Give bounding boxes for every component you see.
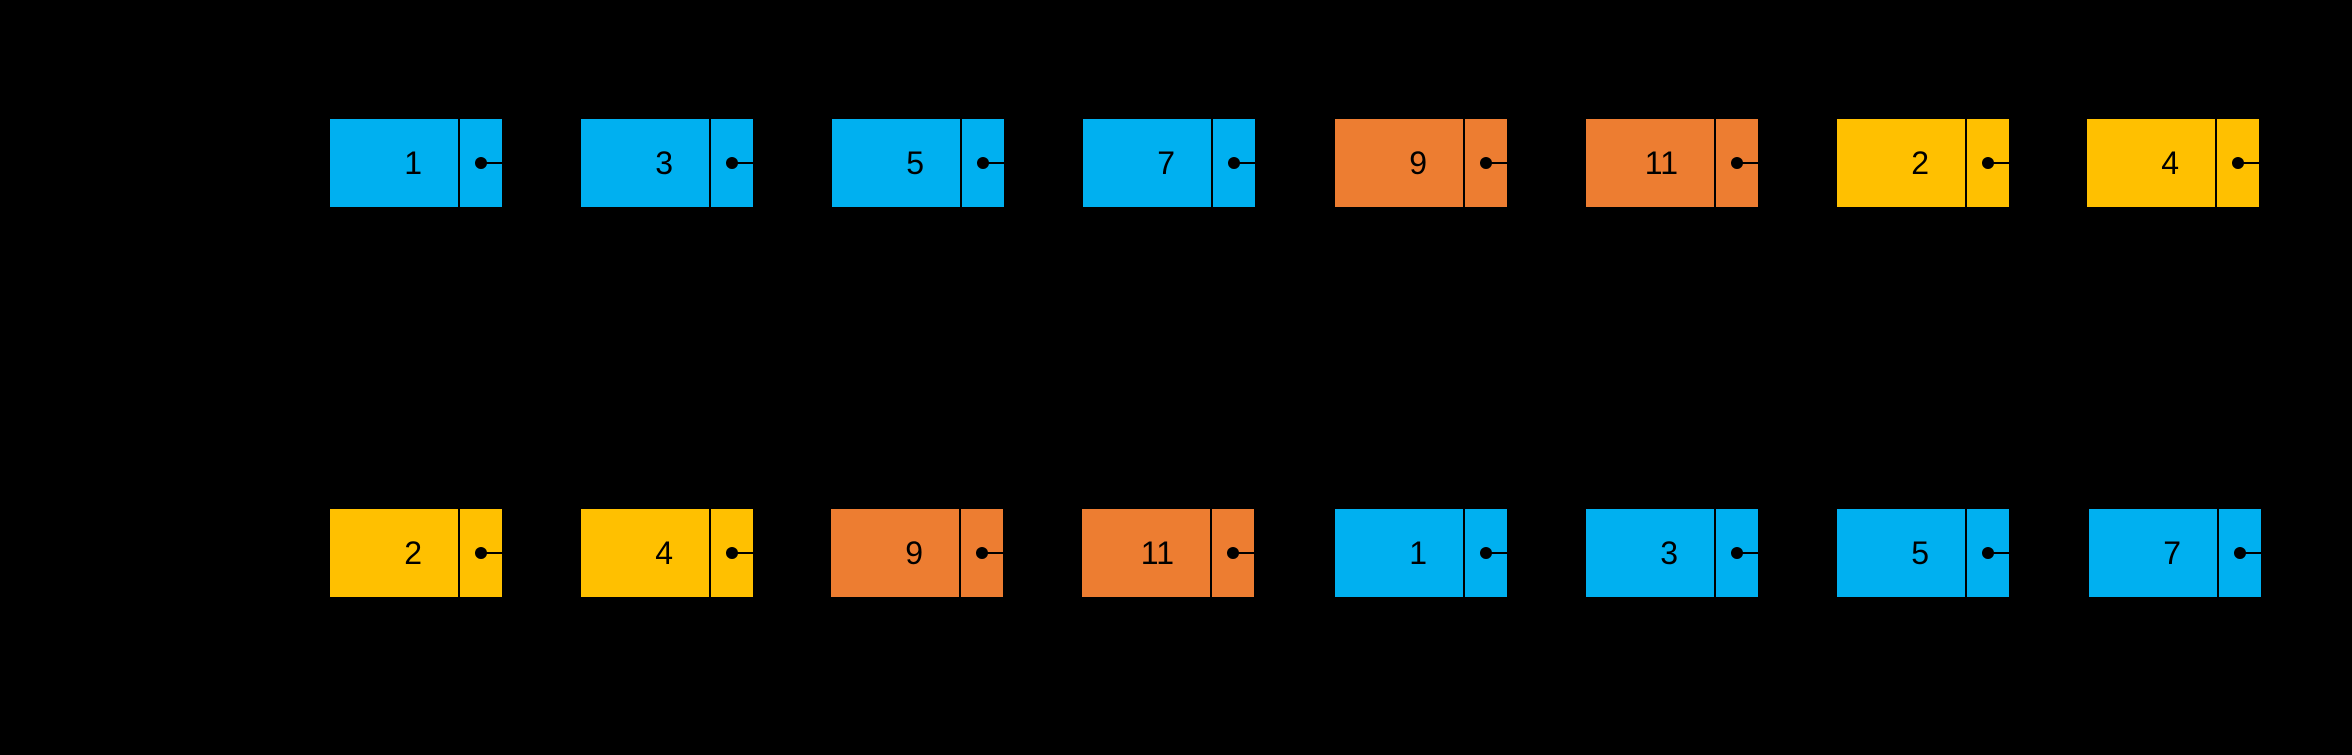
next-pointer-cell (1465, 119, 1507, 207)
list-node: 11 (1082, 509, 1254, 597)
top-linked-list: 1 3 5 7 9 11 2 4 (0, 119, 2352, 207)
pointer-dot-icon (2234, 547, 2246, 559)
next-pointer-cell (1716, 509, 1758, 597)
next-pointer-cell (1967, 119, 2009, 207)
pointer-arrow-stub (1489, 162, 1507, 164)
list-node: 3 (581, 119, 753, 207)
next-pointer-cell (1716, 119, 1758, 207)
node-value: 4 (581, 509, 711, 597)
pointer-dot-icon (976, 547, 988, 559)
node-value: 7 (2089, 509, 2219, 597)
pointer-arrow-stub (1740, 162, 1758, 164)
pointer-arrow-stub (1237, 162, 1255, 164)
next-pointer-cell (711, 119, 753, 207)
next-pointer-cell (1212, 509, 1254, 597)
pointer-arrow-stub (1236, 552, 1254, 554)
pointer-arrow-stub (735, 162, 753, 164)
pointer-dot-icon (977, 157, 989, 169)
pointer-arrow-stub (2243, 552, 2261, 554)
next-pointer-cell (460, 119, 502, 207)
node-value: 11 (1082, 509, 1212, 597)
node-value: 9 (831, 509, 961, 597)
pointer-dot-icon (726, 547, 738, 559)
node-value: 11 (1586, 119, 1716, 207)
next-pointer-cell (460, 509, 502, 597)
pointer-dot-icon (2232, 157, 2244, 169)
next-pointer-cell (2217, 119, 2259, 207)
pointer-dot-icon (726, 157, 738, 169)
next-pointer-cell (1213, 119, 1255, 207)
node-value: 1 (1335, 509, 1465, 597)
list-node: 7 (2089, 509, 2261, 597)
pointer-dot-icon (475, 547, 487, 559)
list-node: 3 (1586, 509, 1758, 597)
list-node: 9 (1335, 119, 1507, 207)
list-node: 5 (1837, 509, 2009, 597)
node-value: 5 (1837, 509, 1967, 597)
pointer-dot-icon (475, 157, 487, 169)
node-value: 5 (832, 119, 962, 207)
list-node: 7 (1083, 119, 1255, 207)
next-pointer-cell (2219, 509, 2261, 597)
node-value: 3 (581, 119, 711, 207)
list-node: 4 (2087, 119, 2259, 207)
pointer-dot-icon (1731, 157, 1743, 169)
pointer-arrow-stub (1991, 162, 2009, 164)
pointer-dot-icon (1480, 157, 1492, 169)
pointer-dot-icon (1982, 157, 1994, 169)
list-node: 2 (330, 509, 502, 597)
next-pointer-cell (1967, 509, 2009, 597)
list-node: 1 (330, 119, 502, 207)
list-node: 4 (581, 509, 753, 597)
list-node: 1 (1335, 509, 1507, 597)
next-pointer-cell (962, 119, 1004, 207)
pointer-arrow-stub (484, 552, 502, 554)
list-node: 2 (1837, 119, 2009, 207)
pointer-arrow-stub (985, 552, 1003, 554)
pointer-arrow-stub (986, 162, 1004, 164)
node-value: 3 (1586, 509, 1716, 597)
pointer-arrow-stub (484, 162, 502, 164)
pointer-arrow-stub (1991, 552, 2009, 554)
node-value: 7 (1083, 119, 1213, 207)
pointer-dot-icon (1731, 547, 1743, 559)
list-node: 11 (1586, 119, 1758, 207)
node-value: 1 (330, 119, 460, 207)
pointer-dot-icon (1480, 547, 1492, 559)
pointer-dot-icon (1982, 547, 1994, 559)
list-node: 5 (832, 119, 1004, 207)
next-pointer-cell (961, 509, 1003, 597)
node-value: 2 (330, 509, 460, 597)
pointer-arrow-stub (1489, 552, 1507, 554)
next-pointer-cell (711, 509, 753, 597)
node-value: 9 (1335, 119, 1465, 207)
pointer-dot-icon (1227, 547, 1239, 559)
pointer-arrow-stub (735, 552, 753, 554)
node-value: 4 (2087, 119, 2217, 207)
pointer-dot-icon (1228, 157, 1240, 169)
next-pointer-cell (1465, 509, 1507, 597)
pointer-arrow-stub (1740, 552, 1758, 554)
list-node: 9 (831, 509, 1003, 597)
node-value: 2 (1837, 119, 1967, 207)
pointer-arrow-stub (2241, 162, 2259, 164)
